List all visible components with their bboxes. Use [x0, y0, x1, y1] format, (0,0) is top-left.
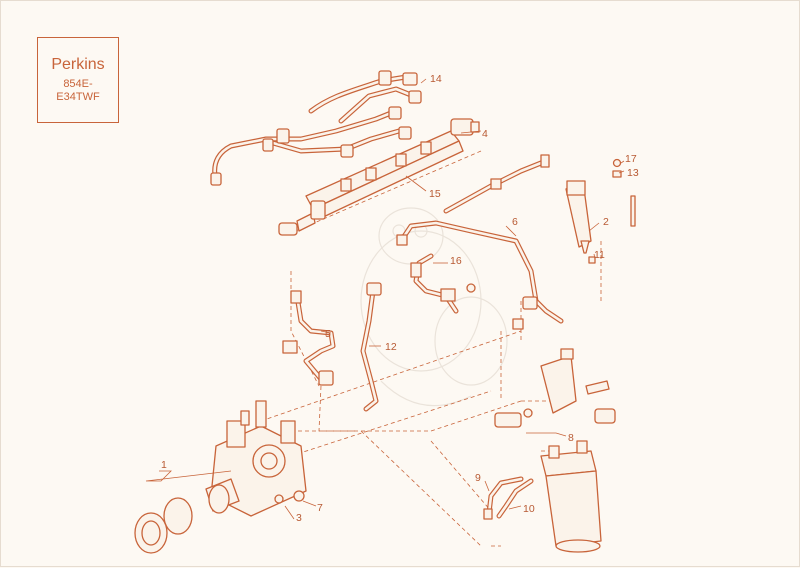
callout-numbers: 1 2 3 4 5 6 7 8 9 10 11 12 13 14 15 16 1… — [161, 73, 639, 524]
pipes-9-10 — [483, 476, 534, 520]
brand-name: Perkins — [51, 56, 105, 73]
callout-10: 10 — [523, 503, 535, 515]
callout-leaders — [145, 78, 625, 520]
callout-3: 3 — [296, 512, 302, 524]
callout-2: 2 — [603, 216, 609, 228]
injector-pipe-set — [210, 70, 422, 186]
filter-head — [494, 318, 616, 428]
callout-14: 14 — [430, 73, 442, 85]
model-line-2: E34TWF — [56, 91, 100, 103]
injector — [565, 158, 636, 264]
fuel-pump — [134, 400, 307, 554]
callout-4: 4 — [482, 128, 488, 140]
callout-12: 12 — [385, 341, 397, 353]
engine-model-box: Perkins 854E- E34TWF — [37, 37, 119, 123]
model-line-1: 854E- — [63, 78, 93, 90]
pipe-5 — [282, 290, 336, 386]
callout-1: 1 — [161, 459, 167, 471]
pipe-12 — [360, 282, 382, 412]
callout-15: 15 — [429, 188, 441, 200]
fuel-filter — [540, 440, 602, 553]
callout-6: 6 — [512, 216, 518, 228]
callout-13: 13 — [627, 167, 639, 179]
assembly-dash-lines — [260, 150, 602, 547]
callout-5: 5 — [325, 328, 331, 340]
callout-9: 9 — [475, 472, 481, 484]
callout-8: 8 — [568, 432, 574, 444]
fuel-rail — [278, 118, 480, 236]
pipe-16 — [410, 253, 476, 314]
return-line — [396, 154, 564, 324]
callout-17: 17 — [625, 153, 637, 165]
watermark — [360, 207, 508, 407]
callout-16: 16 — [450, 255, 462, 267]
callout-11: 11 — [594, 249, 605, 261]
callout-7: 7 — [317, 502, 323, 514]
